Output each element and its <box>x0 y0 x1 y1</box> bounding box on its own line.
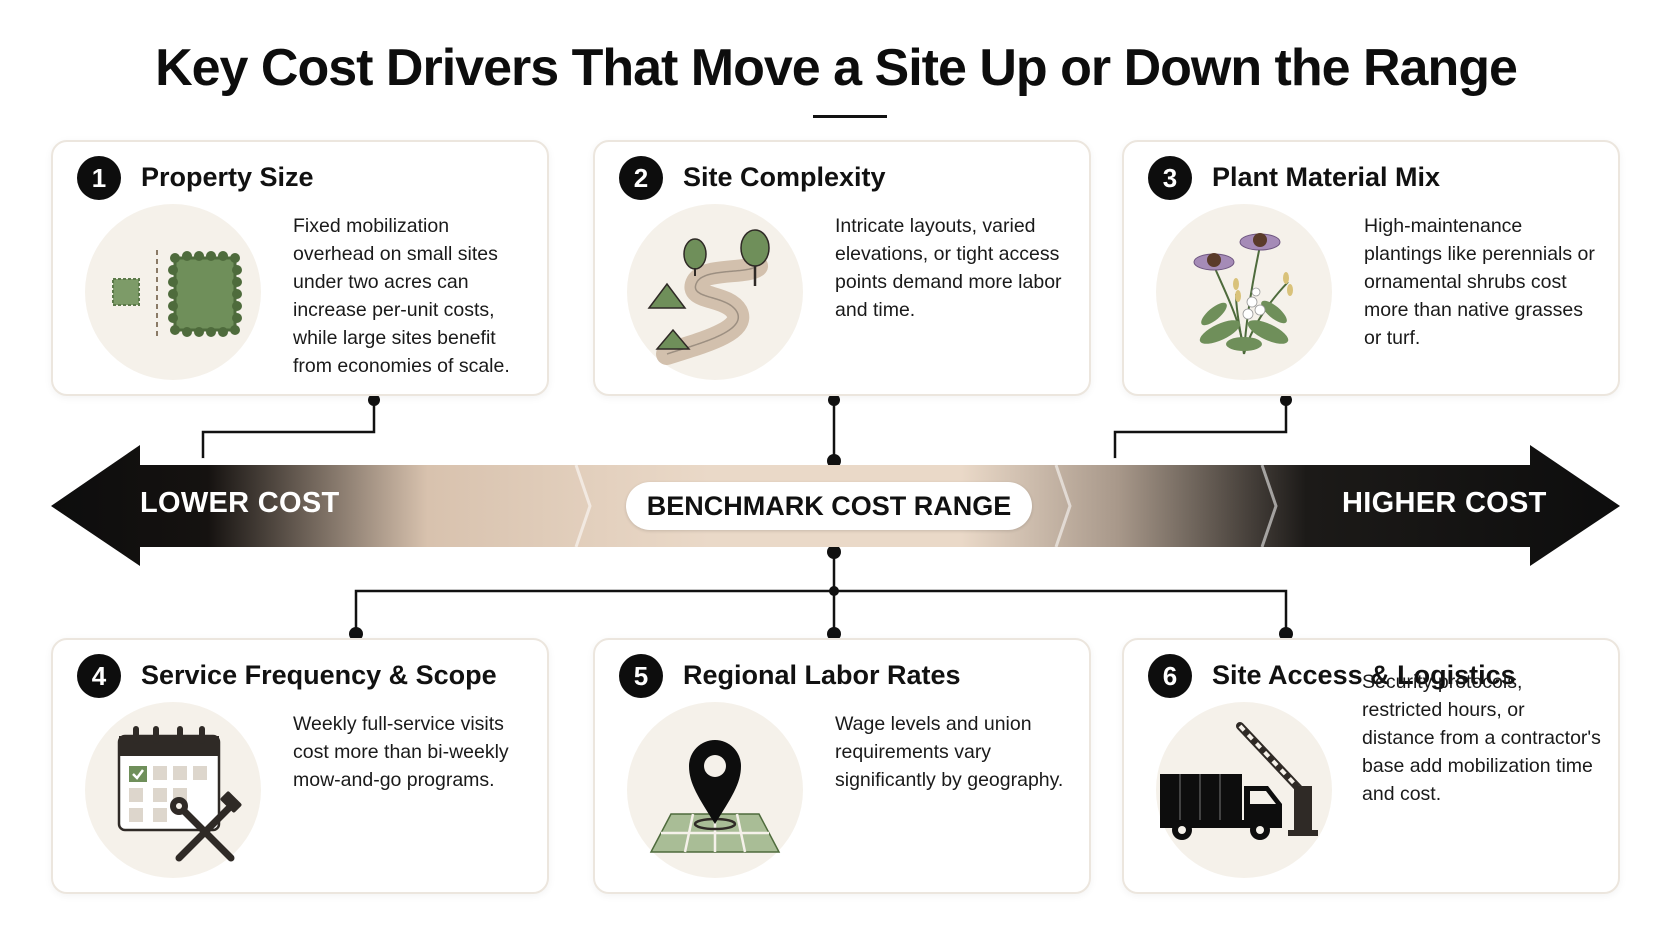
driver-description: Fixed mobilization overhead on small sit… <box>293 215 510 377</box>
winding-path-icon <box>627 204 803 380</box>
driver-title: Service Frequency & Scope <box>141 660 497 690</box>
driver-card-property-size: 1 Property Size Fixed mobilization overh… <box>51 140 549 396</box>
calendar-tools-icon <box>85 702 261 878</box>
lower-cost-label: LOWER COST <box>140 487 340 519</box>
higher-cost-label: HIGHER COST <box>1342 487 1547 519</box>
driver-card-site-access-logistics: 6 Site Access & Logistics Security proto… <box>1122 638 1620 894</box>
driver-title: Regional Labor Rates <box>683 660 961 690</box>
driver-card-site-complexity: 2 Site Complexity Intricate layouts, var… <box>593 140 1091 396</box>
property-size-icon <box>85 204 261 380</box>
driver-number-badge: 5 <box>619 654 663 698</box>
driver-description: Security protocols, restricted hours, or… <box>1362 671 1601 805</box>
driver-card-plant-material-mix: 3 Plant Material Mix <box>1122 140 1620 396</box>
flowers-icon <box>1156 204 1332 380</box>
benchmark-cost-range-label: BENCHMARK COST RANGE <box>626 482 1032 530</box>
driver-description: Intricate layouts, varied elevations, or… <box>835 215 1062 321</box>
driver-number-badge: 4 <box>77 654 121 698</box>
page-title: Key Cost Drivers That Move a Site Up or … <box>155 39 1518 97</box>
driver-title: Site Access & Logistics <box>1212 660 1516 690</box>
driver-number-badge: 1 <box>77 156 121 200</box>
driver-card-service-frequency: 4 Service Frequency & Scope Weekly full-… <box>51 638 549 894</box>
driver-title: Site Complexity <box>683 162 886 192</box>
title-underline <box>813 115 887 118</box>
driver-title: Property Size <box>141 162 314 192</box>
driver-number-badge: 3 <box>1148 156 1192 200</box>
driver-number-badge: 2 <box>619 156 663 200</box>
driver-description: Weekly full-service visits cost more tha… <box>293 713 509 791</box>
driver-title: Plant Material Mix <box>1212 162 1441 192</box>
driver-description: High-maintenance plantings like perennia… <box>1364 215 1595 349</box>
driver-number-badge: 6 <box>1148 654 1192 698</box>
truck-gate-icon <box>1156 702 1332 878</box>
map-pin-icon <box>627 702 803 878</box>
driver-description: Wage levels and union requirements vary … <box>835 713 1064 791</box>
driver-card-regional-labor-rates: 5 Regional Labor Rates Wage levels and u… <box>593 638 1091 894</box>
